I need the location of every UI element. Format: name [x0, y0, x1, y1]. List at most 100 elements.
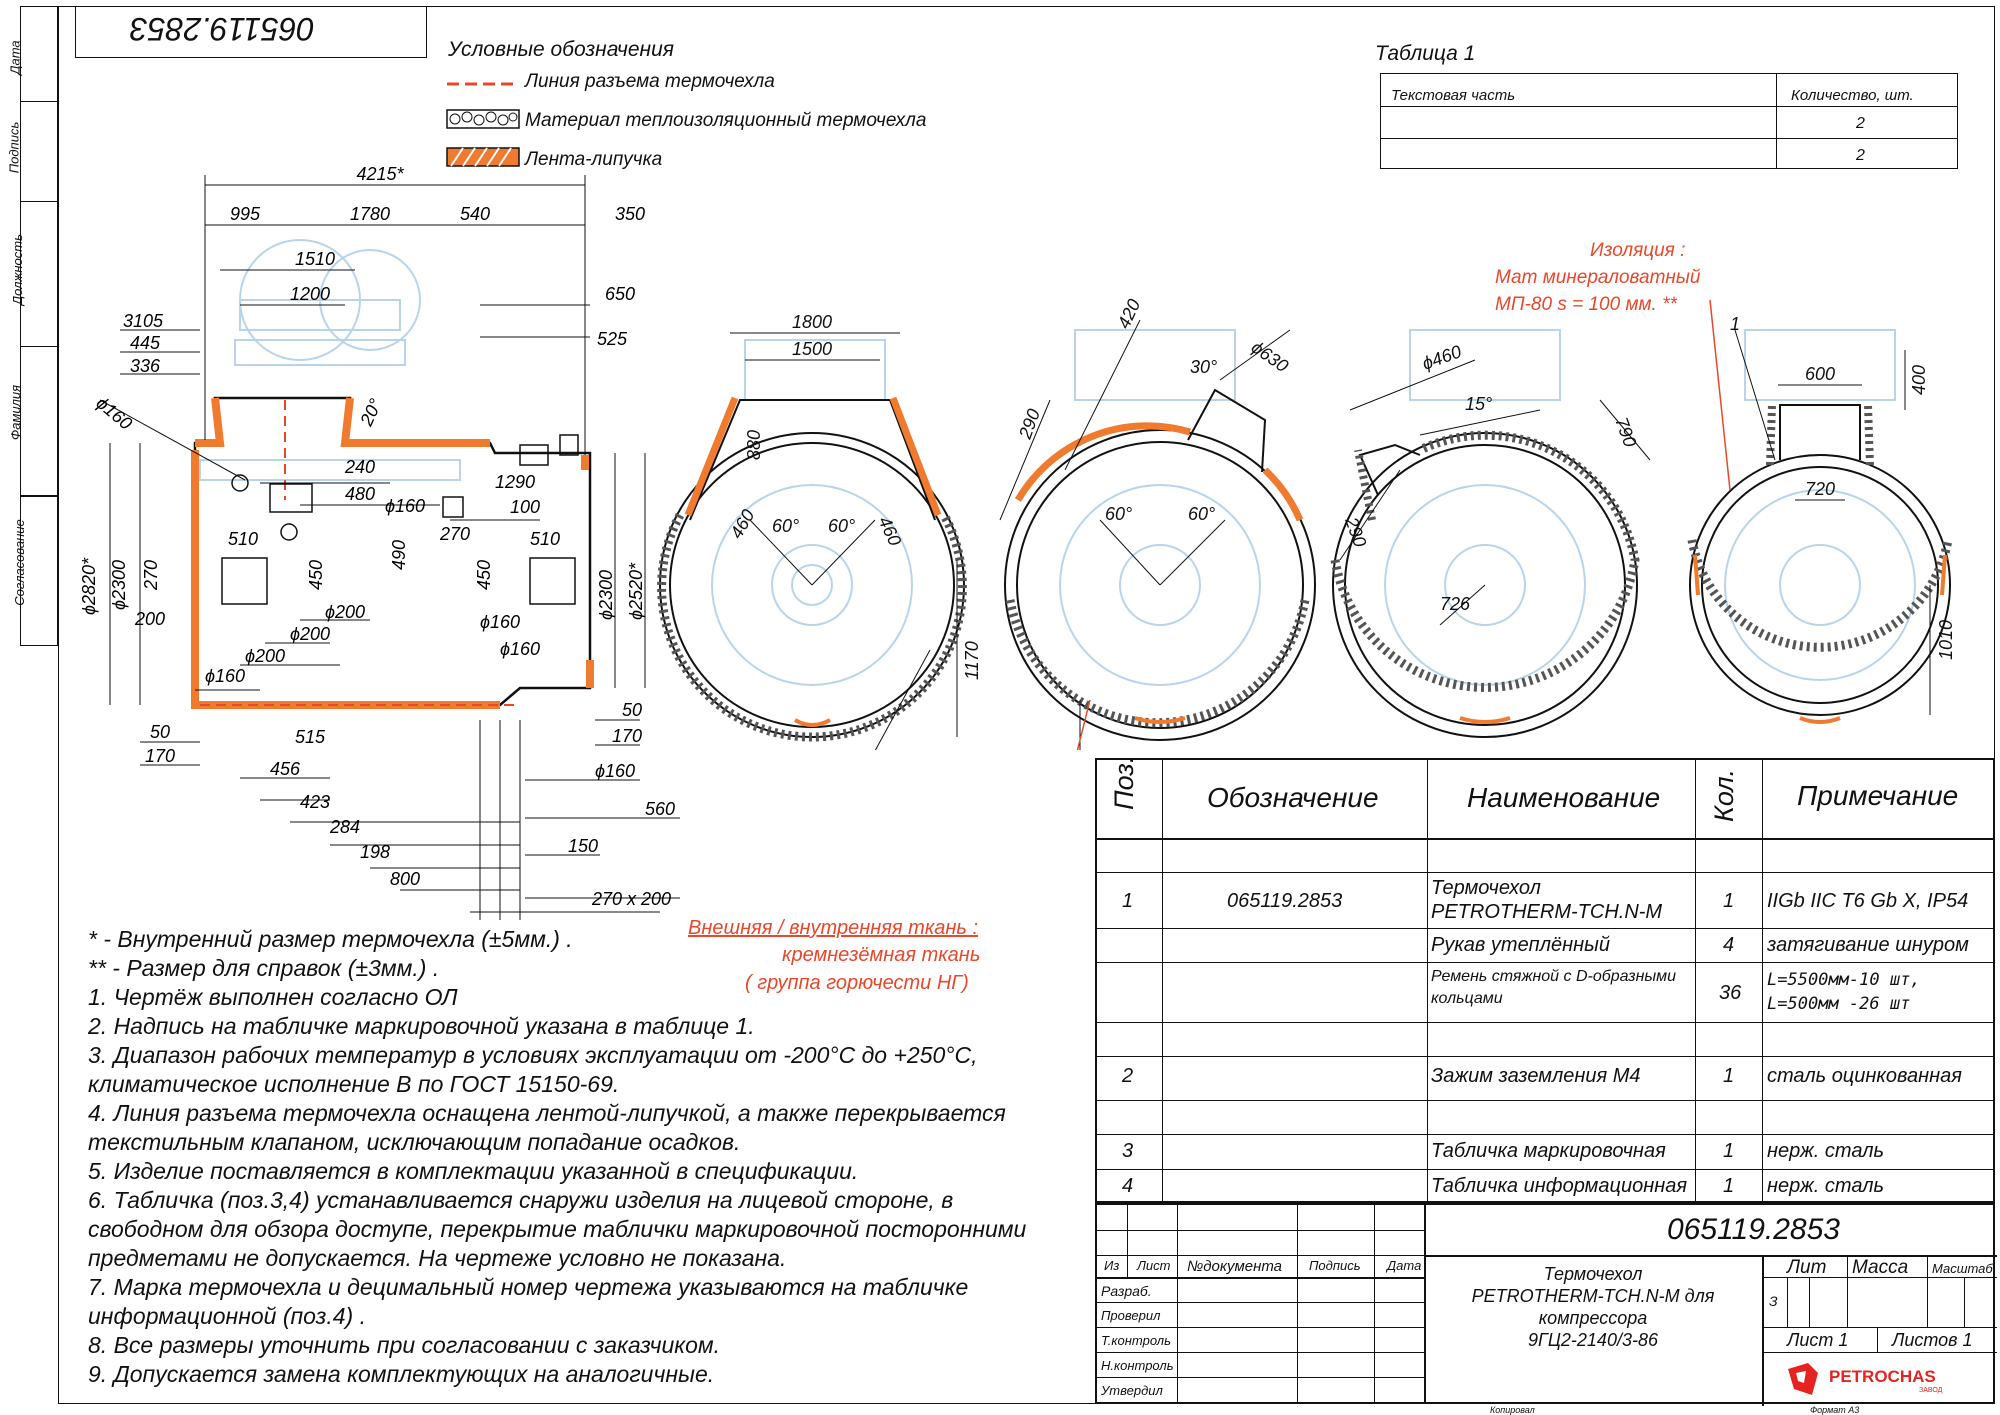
fabric-note-line3: ( группа горючести НГ) — [745, 972, 969, 994]
spec-header-name: Наименование — [1467, 782, 1661, 813]
dim-650: 650 — [605, 284, 635, 304]
spec-row3-note: L=5500мм-10 шт, L=500мм -26 шт — [1767, 970, 1921, 1014]
tb-title-line2: PETROTHERM-TCH.N-M для — [1471, 1286, 1715, 1306]
footer-copied: Копировал — [1490, 1405, 1535, 1415]
logo-text: PETROCHAS — [1829, 1367, 1936, 1386]
dim-b-198: 198 — [360, 842, 390, 862]
tb-lit: Лит — [1787, 1257, 1827, 1278]
dim-b-456: 456 — [270, 759, 301, 779]
insulation-note-line3: МП-80 s = 100 мм. ** — [1495, 294, 1677, 315]
note-line: 4. Линия разъема термочехла оснащена лен… — [88, 1100, 1006, 1126]
v1-dim-880: 880 — [744, 430, 764, 460]
dim-phi2520: ϕ2520* — [626, 562, 646, 620]
tb-title: Термочехол PETROTHERM-TCH.N-M для компре… — [1424, 1263, 1762, 1351]
dim-phi2300-l: ϕ2300 — [109, 560, 129, 610]
spec-row7-note: нерж. сталь — [1767, 1140, 1885, 1162]
insulation-swatch — [446, 109, 520, 129]
insulation-note-line1: Изоляция : — [1590, 240, 1686, 261]
dim-phi200-2: ϕ200 — [290, 624, 330, 644]
front-view: 4215* 995 1780 540 350 1510 1200 650 525… — [79, 164, 680, 920]
spec-table: Поз. Обозначение Наименование Кол. Приме… — [1095, 756, 1995, 1203]
spec-row8-pos: 4 — [1122, 1175, 1134, 1197]
view2: 420 ϕ630 30° 290 60° 60° — [999, 296, 1316, 750]
v1-angle-b: 60° — [828, 516, 855, 536]
logo-mark-icon — [1788, 1363, 1818, 1395]
v2-angle-30: 30° — [1190, 357, 1217, 377]
dim-phi200-1: ϕ200 — [325, 602, 365, 622]
dim-b-423: 423 — [300, 792, 330, 812]
v2-dim-420: 420 — [1113, 296, 1144, 332]
dim-510-r: 510 — [530, 529, 560, 549]
tb-role-checked: Проверил — [1101, 1308, 1161, 1323]
note-line: 2. Надпись на табличке маркировочной ука… — [88, 1013, 755, 1039]
dim-1290: 1290 — [495, 472, 535, 492]
front-dim-lines — [99, 175, 680, 920]
table1-header-text: Текстовая часть — [1391, 87, 1516, 104]
v3-dim-726: 726 — [1440, 594, 1471, 614]
note-line: * - Внутренний размер термочехла (±5мм.)… — [88, 926, 573, 952]
dim-445: 445 — [130, 333, 161, 353]
spec-row2-name: Рукав утеплённый — [1431, 934, 1610, 956]
tb-title-line1: Термочехол — [1543, 1264, 1643, 1284]
v4-dim-720: 720 — [1805, 479, 1835, 499]
dim-phi200-3: ϕ200 — [245, 646, 285, 666]
note-line: свободном для обзора доступе, перекрытие… — [88, 1216, 1027, 1242]
legend-swatches — [446, 82, 520, 167]
tb-col-docnum: №документа — [1187, 1258, 1283, 1275]
spec-row3-name: Ремень стяжной с D-образными кольцами — [1431, 968, 1677, 1007]
spec-row1-qty: 1 — [1723, 890, 1735, 912]
dim-b-515: 515 — [295, 727, 326, 747]
spec-row5-name: Зажим заземления М4 — [1431, 1065, 1641, 1087]
v2-angle-a: 60° — [1105, 504, 1132, 524]
tb-role-tcontrol: Т.контроль — [1101, 1333, 1171, 1348]
spec-header-note: Примечание — [1797, 780, 1959, 811]
v4-dim-1010: 1010 — [1936, 620, 1956, 660]
note-line: 6. Табличка (поз.3,4) устанавливается сн… — [88, 1187, 954, 1213]
note-line: ** - Размер для справок (±3мм.) . — [88, 955, 440, 981]
tb-scale: Масштаб — [1932, 1261, 1993, 1276]
table1-row2-qty: 2 — [1856, 147, 1865, 164]
spec-row8-name: Табличка информационная — [1431, 1175, 1688, 1197]
v2-angle-b: 60° — [1188, 504, 1215, 524]
front-ghost — [199, 239, 461, 481]
petrochas-logo: PETROCHAS ЗАВОД — [1769, 1357, 1991, 1401]
spec-row2-qty: 4 — [1723, 934, 1735, 956]
spec-row7-name: Табличка маркировочная — [1431, 1140, 1666, 1162]
v1-dim-1170: 1170 — [962, 641, 982, 680]
dim-510-l: 510 — [228, 529, 258, 549]
dim-b-284: 284 — [329, 817, 360, 837]
dim-450-r: 450 — [474, 560, 494, 590]
v3-dim-290: 290 — [1341, 514, 1370, 550]
table1-row1-qty: 2 — [1856, 115, 1865, 132]
v1-dim-1500: 1500 — [792, 339, 832, 359]
spec-row7-pos: 3 — [1122, 1140, 1134, 1162]
v3-dim-phi460: ϕ460 — [1420, 341, 1464, 373]
dim-270-v: 270 — [141, 560, 161, 591]
note-line: предметами не допускается. На чертеже ус… — [88, 1245, 787, 1271]
dim-336: 336 — [130, 356, 161, 376]
tb-doc-number: 065119.2853 — [1667, 1213, 1840, 1246]
dim-overall: 4215* — [356, 164, 404, 184]
v2-dim-phi630: ϕ630 — [1248, 337, 1292, 376]
logo-sub: ЗАВОД — [1919, 1387, 1943, 1394]
note-line: 8. Все размеры уточнить при согласовании… — [88, 1332, 721, 1358]
note-line: информационной (поз.4) . — [88, 1303, 366, 1329]
view3: ϕ460 15° 790 290 726 — [1330, 329, 1651, 738]
v3-dim-790: 790 — [1611, 415, 1640, 450]
tb-title-line3: компрессора — [1538, 1308, 1648, 1328]
legend-item-insulation: Материал теплоизоляционный термочехла — [525, 110, 927, 131]
dim-b-560: 560 — [645, 799, 675, 819]
tb-role-ncontrol: Н.контроль — [1101, 1358, 1174, 1373]
dim-b-50r: 50 — [622, 700, 642, 720]
tb-col-iz: Из — [1104, 1258, 1120, 1273]
tb-col-date: Дата — [1387, 1258, 1422, 1273]
spec-row8-note: нерж. сталь — [1767, 1175, 1885, 1197]
spec-row1-note: IIGb IIC T6 Gb X, IP54 — [1767, 890, 1969, 912]
dim-b-170r: 170 — [612, 726, 642, 746]
tb-sheet: Лист 1 — [1787, 1330, 1849, 1350]
fabric-note-line2: кремнезёмная ткань — [782, 944, 981, 966]
spec-row5-qty: 1 — [1723, 1065, 1735, 1087]
front-openings — [221, 434, 579, 605]
doc-number-box — [75, 6, 427, 58]
spec-row5-note: сталь оцинкованная — [1767, 1065, 1962, 1087]
